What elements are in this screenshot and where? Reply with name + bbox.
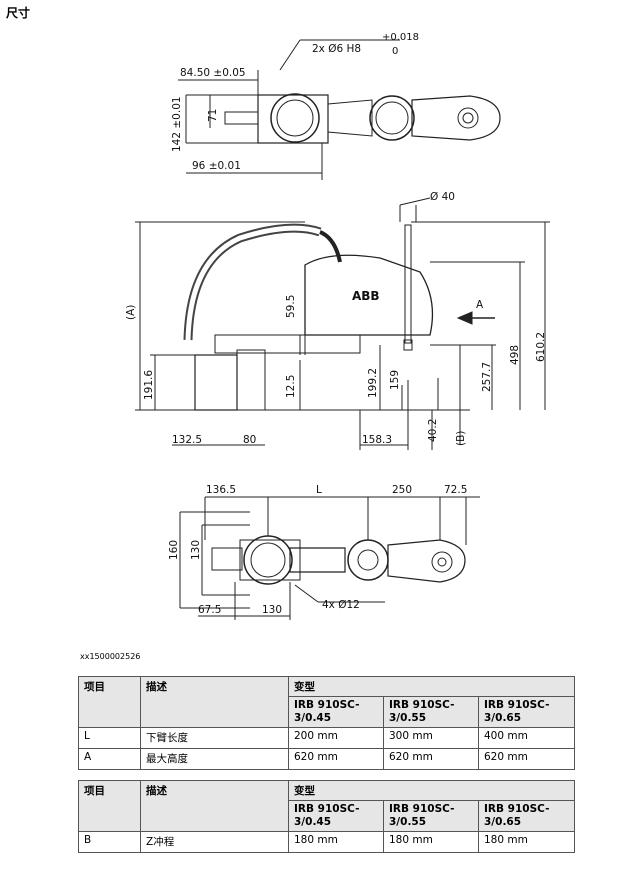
row-item: L bbox=[78, 727, 141, 749]
variant-065: IRB 910SC-3/0.65 bbox=[477, 696, 576, 728]
table-header-row: 项目 描述 变型 bbox=[78, 780, 576, 832]
row-desc: 下臂长度 bbox=[140, 727, 289, 749]
dim-67-5: 67.5 bbox=[198, 604, 221, 616]
spec-table-1: 项目 描述 变型 IRB 910SC-3/0.45 IRB 910SC-3/0.… bbox=[78, 676, 576, 770]
table-row: B Z冲程 180 mm 180 mm 180 mm bbox=[78, 831, 576, 853]
variant-row: IRB 910SC-3/0.45 IRB 910SC-3/0.55 IRB 91… bbox=[79, 696, 576, 728]
row-item: B bbox=[78, 831, 141, 853]
variant-row: IRB 910SC-3/0.45 IRB 910SC-3/0.55 IRB 91… bbox=[79, 800, 576, 832]
header-variant: 变型 bbox=[287, 780, 576, 801]
row-value: 200 mm bbox=[288, 727, 384, 749]
dim-160: 160 bbox=[168, 540, 180, 560]
dim-A: (A) bbox=[125, 305, 137, 320]
row-value: 180 mm bbox=[383, 831, 479, 853]
spec-table-2: 项目 描述 变型 IRB 910SC-3/0.45 IRB 910SC-3/0.… bbox=[78, 780, 576, 853]
bore-tol-bottom: 0 bbox=[392, 46, 398, 57]
dim-142: 142 ±0.01 bbox=[171, 96, 183, 152]
row-value: 620 mm bbox=[383, 748, 479, 770]
header-item: 项目 bbox=[78, 780, 141, 832]
dim-136-5: 136.5 bbox=[206, 484, 236, 496]
dim-159: 159 bbox=[389, 370, 401, 390]
side-view bbox=[135, 197, 550, 450]
dim-holes: 4x Ø12 bbox=[322, 599, 360, 611]
page-heading: 尺寸 bbox=[6, 6, 31, 20]
dim-72-5: 72.5 bbox=[444, 484, 467, 496]
variant-055: IRB 910SC-3/0.55 bbox=[383, 696, 479, 728]
top-view bbox=[178, 39, 501, 180]
dim-59-5: 59.5 bbox=[285, 295, 297, 318]
row-value: 400 mm bbox=[477, 727, 576, 749]
row-value: 180 mm bbox=[288, 831, 384, 853]
dim-71: 71 bbox=[207, 109, 219, 122]
header-variant: 变型 bbox=[287, 676, 576, 697]
header-desc: 描述 bbox=[140, 780, 289, 832]
bore-label: 2x Ø6 H8 bbox=[312, 43, 361, 55]
bore-tol-top: +0.018 bbox=[382, 32, 419, 43]
abb-logo: ABB bbox=[352, 289, 380, 303]
variant-045: IRB 910SC-3/0.45 bbox=[288, 696, 384, 728]
dim-191-6: 191.6 bbox=[143, 370, 155, 400]
dim-199-2: 199.2 bbox=[367, 368, 379, 398]
row-value: 300 mm bbox=[383, 727, 479, 749]
row-desc: Z冲程 bbox=[140, 831, 289, 853]
dim-d40: Ø 40 bbox=[430, 191, 455, 203]
dim-40-2: 40.2 bbox=[427, 419, 439, 442]
dim-84-50: 84.50 ±0.05 bbox=[180, 67, 246, 79]
figure-id: xx1500002526 bbox=[80, 652, 141, 661]
table-row: A 最大高度 620 mm 620 mm 620 mm bbox=[78, 748, 576, 770]
bottom-view bbox=[179, 496, 480, 620]
dim-498: 498 bbox=[509, 345, 521, 365]
variant-055: IRB 910SC-3/0.55 bbox=[383, 800, 479, 832]
header-item: 项目 bbox=[78, 676, 141, 728]
header-desc: 描述 bbox=[140, 676, 289, 728]
dim-257-7: 257.7 bbox=[481, 362, 493, 392]
variant-065: IRB 910SC-3/0.65 bbox=[477, 800, 576, 832]
dim-130-vertical: 130 bbox=[190, 540, 202, 560]
variant-045: IRB 910SC-3/0.45 bbox=[288, 800, 384, 832]
view-arrow-A: A bbox=[476, 299, 484, 311]
dim-130: 130 bbox=[262, 604, 282, 616]
row-value: 620 mm bbox=[288, 748, 384, 770]
row-value: 620 mm bbox=[477, 748, 576, 770]
dim-158-3: 158.3 bbox=[362, 434, 392, 446]
row-value: 180 mm bbox=[477, 831, 576, 853]
dim-80: 80 bbox=[243, 434, 256, 446]
dim-132-5: 132.5 bbox=[172, 434, 202, 446]
row-desc: 最大高度 bbox=[140, 748, 289, 770]
dim-B: (B) bbox=[455, 431, 467, 446]
dim-96: 96 ±0.01 bbox=[192, 160, 241, 172]
table-header-row: 项目 描述 变型 bbox=[78, 676, 576, 728]
table-row: L 下臂长度 200 mm 300 mm 400 mm bbox=[78, 727, 576, 749]
dim-610-2: 610.2 bbox=[535, 332, 547, 362]
row-item: A bbox=[78, 748, 141, 770]
dim-250: 250 bbox=[392, 484, 412, 496]
dim-12-5: 12.5 bbox=[285, 375, 297, 398]
dim-L: L bbox=[316, 484, 322, 496]
dimension-drawing: 2x Ø6 H8 +0.018 0 84.50 ±0.05 71 142 ±0.… bbox=[125, 32, 550, 620]
